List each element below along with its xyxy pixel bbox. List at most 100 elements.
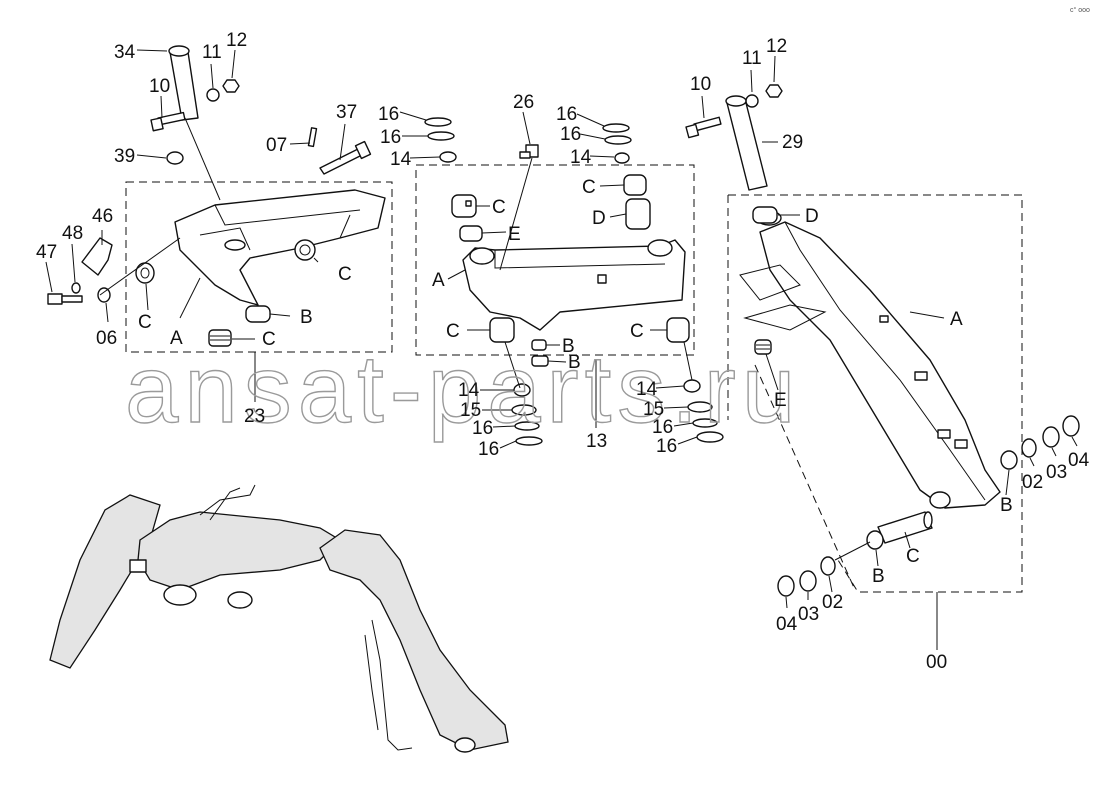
callout-15-mid-1: 15: [460, 400, 481, 421]
ring-14-b: [614, 152, 630, 164]
washer-39: [166, 151, 184, 165]
callout-16-mid-3: 16: [556, 104, 577, 125]
callout-06: 06: [96, 328, 117, 349]
callout-23: 23: [244, 406, 265, 427]
bolt-37: [319, 140, 372, 175]
washer-03-lower: [799, 570, 817, 592]
callout-B-mid-2: B: [568, 352, 581, 373]
bushing-C-bottom: [208, 329, 232, 347]
callout-14-mid-2: 14: [570, 147, 592, 168]
nut-12-left: [222, 79, 240, 93]
callout-37: 37: [336, 102, 357, 123]
arm-link-group: [399, 111, 724, 449]
shim-16-a: [424, 117, 452, 127]
callout-14-mid-3: 14: [458, 380, 480, 401]
bushing-B-right-lower: [866, 530, 884, 550]
bushing-D-mid: [625, 198, 651, 230]
callout-E-mid: E: [508, 224, 521, 245]
callout-C-left-3: C: [262, 329, 276, 350]
callout-16-mid-5: 16: [472, 418, 493, 439]
callout-C-mid-3: C: [446, 321, 460, 342]
washer-03-upper: [1042, 426, 1060, 448]
callout-labels: 34 11 12 10 37 07 39 46 48 47 06 C C A B…: [36, 30, 1090, 673]
callout-12-left: 12: [226, 30, 247, 51]
bolt-10-left: [150, 111, 186, 132]
bushing-C-mid-top: [451, 194, 477, 218]
callout-C-right: C: [906, 546, 920, 567]
callout-B-mid-1: B: [562, 336, 575, 357]
bolt-47: [47, 293, 83, 305]
callout-03-lower: 03: [798, 604, 819, 625]
callout-46: 46: [92, 206, 113, 227]
callout-26: 26: [513, 92, 534, 113]
bushing-E-right: [754, 339, 772, 355]
callout-E-right: E: [774, 390, 787, 411]
callout-16-mid-4: 16: [560, 124, 581, 145]
pin-07: [307, 127, 318, 148]
washer-04-lower: [777, 575, 795, 597]
callout-48: 48: [62, 223, 83, 244]
shim-16-c: [602, 123, 630, 133]
nut-11-left: [206, 88, 220, 102]
callout-04-upper: 04: [1068, 450, 1090, 471]
pin-29: [725, 95, 768, 191]
callout-B-left: B: [300, 307, 313, 328]
callout-D-mid: D: [592, 208, 606, 229]
bushing-E-mid: [459, 225, 483, 242]
pin-34: [168, 45, 199, 121]
callout-12-right: 12: [766, 36, 787, 57]
nut-12-right: [765, 84, 783, 98]
callout-47: 47: [36, 242, 57, 263]
bushing-D-right: [752, 206, 778, 224]
callout-C-left-1: C: [338, 264, 352, 285]
boom-boundary: [728, 194, 1023, 593]
callout-A-left: A: [170, 328, 183, 349]
shim-16-d: [604, 135, 632, 145]
bushing-C-mid-top-right: [623, 174, 647, 196]
watermark: ansat-parts.ru: [125, 336, 801, 443]
callout-14-mid-4: 14: [636, 379, 658, 400]
callout-16-mid-7: 16: [652, 417, 673, 438]
link-A: [462, 239, 686, 331]
callout-C-mid-2: C: [582, 177, 596, 198]
callout-03-upper: 03: [1046, 462, 1067, 483]
callout-14-mid-1: 14: [390, 149, 412, 170]
callout-D-right: D: [805, 206, 819, 227]
boom-group: [685, 55, 1080, 650]
callout-02-lower: 02: [822, 592, 843, 613]
callout-10-left: 10: [149, 76, 170, 97]
bushing-B-left: [245, 305, 271, 323]
callout-B-right-2: B: [872, 566, 885, 587]
corner-mark: c° ooo: [1070, 6, 1090, 14]
callout-C-mid-4: C: [630, 321, 644, 342]
nut-11-right: [745, 94, 759, 108]
bolt-10-right: [685, 116, 722, 139]
callout-B-right-1: B: [1000, 495, 1013, 516]
assembled-boom-illustration: [49, 484, 509, 753]
swing-bracket-group: [45, 45, 393, 402]
callout-00: 00: [926, 652, 947, 673]
callout-29: 29: [782, 132, 803, 153]
bushing-B-right-upper: [1000, 450, 1018, 470]
ring-14-a: [439, 151, 457, 163]
callout-10-right: 10: [690, 74, 711, 95]
washer-02-upper: [1021, 438, 1037, 458]
washer-04-upper: [1062, 415, 1080, 437]
callout-16-mid-2: 16: [380, 127, 401, 148]
swing-bracket-boundary: [125, 181, 393, 353]
callout-07: 07: [266, 135, 287, 156]
callout-A-mid: A: [432, 270, 445, 291]
callout-04-lower: 04: [776, 614, 798, 635]
fitting-26: [519, 144, 539, 159]
swing-bracket-A: [174, 189, 386, 306]
ring-06: [97, 287, 111, 303]
callout-11-right: 11: [742, 48, 762, 69]
callout-34: 34: [114, 42, 136, 63]
callout-11-left: 11: [202, 42, 222, 63]
callout-A-right: A: [950, 309, 963, 330]
pin-C-right: [877, 511, 933, 544]
washer-02-lower: [820, 556, 836, 576]
bushing-C-left: [135, 262, 155, 284]
callout-16-mid-6: 16: [478, 439, 499, 460]
